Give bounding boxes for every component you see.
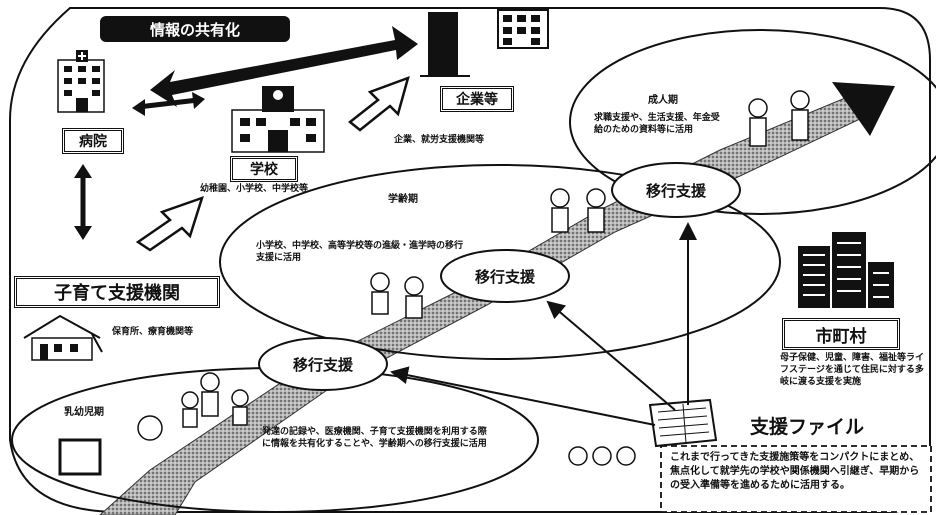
file-arrow-to-transition-2 [546,300,676,411]
infant-stage-note: 発達の記録や、医療機関、子育て支援機関を利用する際に情報を共有化することや、学齢… [262,427,487,449]
company-label: 企業等 [440,86,514,112]
transition-ellipse-3 [611,162,741,218]
info-sharing-arrow [150,26,418,107]
company-note: 企業、就労支援機関等 [394,135,485,145]
adult-stage-ellipse [569,29,936,215]
company-buildings-icon [420,9,549,77]
hollow-arrow-school-to-company [347,75,410,132]
hospital-label: 病院 [62,128,124,154]
school-note: 幼稚園、小学校、中学校等 [200,184,309,194]
school-icon [231,86,325,153]
municipality-buildings-icon [798,232,894,308]
info-sharing-banner: 情報の共有化 [100,16,290,42]
transition-label-1: 移行支援 [292,355,353,374]
transition-ellipse-1 [258,337,388,391]
hospital-school-arrow [137,97,199,110]
support-file-title: 支援ファイル [750,416,865,438]
childcare-house-icon [23,314,103,361]
adult-stage-note: 求職支援や、生活支援、年金受給のための資料等に活用 [594,113,720,135]
infant-stage-title: 乳幼児期 [64,407,104,418]
municipality-note: 母子保健、児童、障害、福祉等ライフステージを通じて住民に対する多岐に渡る支援を実… [780,353,925,387]
childcare-label: 子育て支援機関 [14,276,220,308]
support-file-icon [648,398,718,448]
transition-label-3: 移行支援 [645,181,706,200]
hollow-arrow-childcare-to-school [135,195,204,252]
hospital-icon [57,50,105,113]
school-age-stage-title: 学齢期 [388,194,418,205]
support-file-note-box [660,445,932,513]
school-age-stage-note: 小学校、中学校、高等学校等の進級・進学時の移行支援に活用 [256,241,464,263]
support-file-note: これまで行ってきた支援施策等をコンパクトにまとめ、焦点化して就学先の学校や関係機… [670,452,920,491]
file-arrow-to-transition-1 [390,366,656,426]
photo-frame-icon [58,438,102,476]
children-figures [137,90,810,441]
road-arrowhead [832,82,895,136]
municipality-label: 市町村 [782,318,900,350]
school-age-stage-ellipse [219,164,781,360]
transition-ellipse-2 [440,249,570,303]
transition-label-2: 移行支援 [474,267,535,286]
childcare-note: 保育所、療育機関等 [112,327,194,337]
school-label: 学校 [230,156,298,182]
smiley-faces [568,446,636,466]
adult-stage-title: 成人期 [648,95,678,106]
